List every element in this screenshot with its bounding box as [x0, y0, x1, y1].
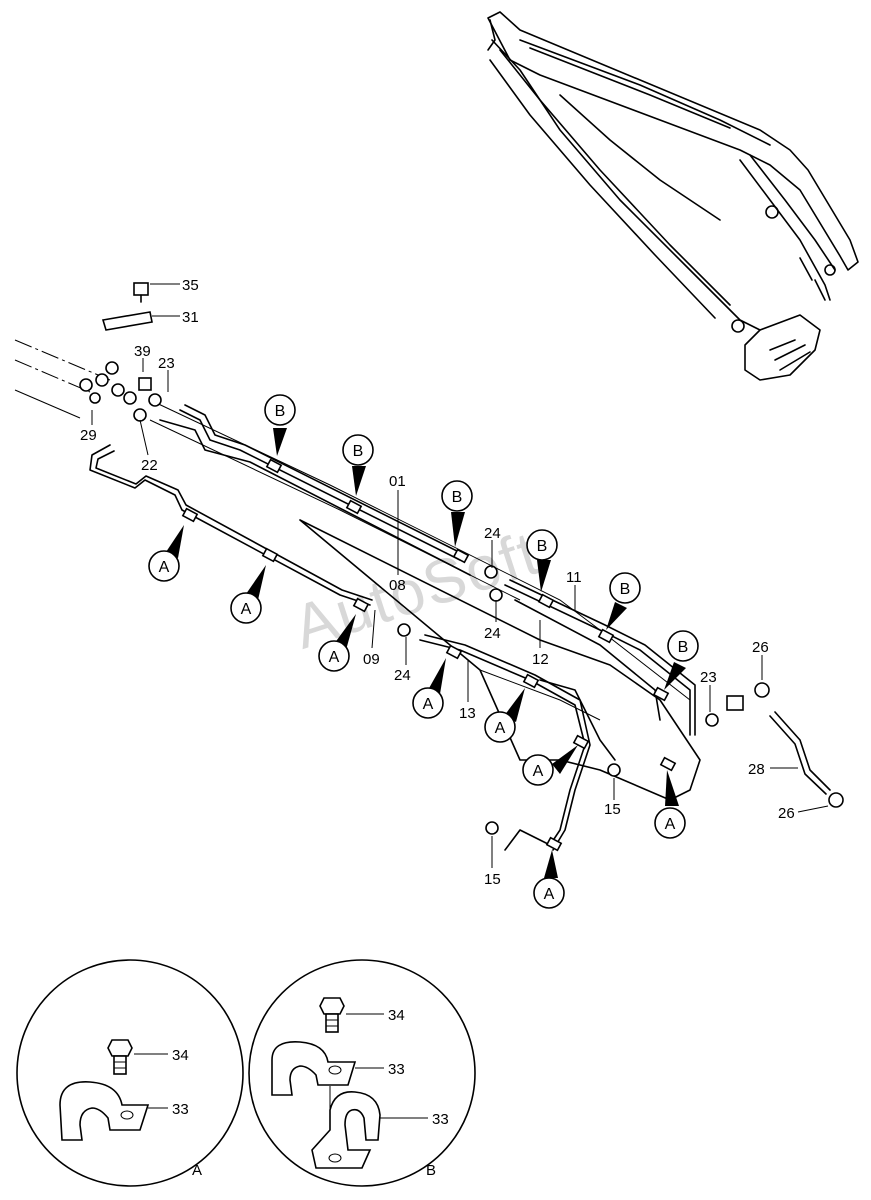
svg-text:A: A [533, 763, 544, 780]
detail-view-b: 34 33 33 B [248, 959, 476, 1187]
detail-b-bolt-label: 34 [388, 1007, 405, 1024]
part-label-39: 39 [134, 343, 151, 360]
callout-b-4: B [526, 529, 558, 592]
part-label-12: 12 [532, 651, 549, 668]
boom-outline [14, 339, 701, 801]
part-label-24b: 24 [484, 625, 501, 642]
bolt-icon [107, 1039, 133, 1075]
detail-b-title: B [426, 1162, 436, 1179]
part-label-15a: 15 [604, 801, 621, 818]
excavator-arm-illustration [487, 11, 859, 381]
callout-b-3: B [441, 480, 473, 547]
detail-view-a: 34 33 A [16, 959, 244, 1187]
svg-text:B: B [452, 489, 463, 506]
leader-lines [91, 283, 829, 868]
callout-a-2: A [230, 565, 266, 624]
callout-a-8: A [533, 850, 565, 909]
svg-text:A: A [665, 816, 676, 833]
part-label-23a: 23 [158, 355, 175, 372]
part-label-28: 28 [748, 761, 765, 778]
part-label-01: 01 [389, 473, 406, 490]
detail-b-clamp-bottom-label: 33 [432, 1111, 449, 1128]
clamp-callouts: B B B B B B A A A A A A A A [148, 394, 699, 909]
svg-text:A: A [241, 601, 252, 618]
part-label-15b: 15 [484, 871, 501, 888]
callout-a-3: A [318, 614, 356, 672]
part-label-11: 11 [566, 569, 582, 586]
svg-text:A: A [329, 649, 340, 666]
part-label-08: 08 [389, 577, 406, 594]
svg-text:A: A [544, 886, 555, 903]
svg-text:B: B [678, 639, 689, 656]
part-label-22: 22 [141, 457, 158, 474]
part-label-09: 09 [363, 651, 380, 668]
svg-text:B: B [537, 538, 548, 555]
svg-text:B: B [275, 403, 286, 420]
callout-a-6: A [522, 745, 578, 786]
callout-b-1: B [264, 394, 296, 456]
detail-b-clamp-top-label: 33 [388, 1061, 405, 1078]
detail-a-clamp-label: 33 [172, 1101, 189, 1118]
clamp-icon [59, 1081, 150, 1141]
fittings [79, 282, 844, 835]
callout-a-5: A [484, 688, 525, 743]
part-number-labels: 35 31 39 23 29 22 01 08 09 24 24 24 11 1… [80, 277, 795, 888]
clamp-icon [311, 1091, 381, 1169]
hydraulic-pipes [89, 404, 696, 851]
callout-b-6: B [664, 630, 699, 690]
part-label-24c: 24 [394, 667, 411, 684]
part-label-13: 13 [459, 705, 476, 722]
svg-text:A: A [159, 559, 170, 576]
bolt-icon [319, 997, 345, 1033]
part-label-31: 31 [182, 309, 199, 326]
pipe-clamps [181, 458, 677, 852]
detail-a-title: A [192, 1162, 202, 1179]
clamp-icon [271, 1041, 357, 1096]
detail-a-bolt-label: 34 [172, 1047, 189, 1064]
svg-text:A: A [495, 720, 506, 737]
callout-a-7: A [654, 770, 686, 839]
part-label-26a: 26 [752, 639, 769, 656]
part-label-23b: 23 [700, 669, 717, 686]
callout-a-1: A [148, 525, 184, 582]
svg-text:B: B [353, 443, 364, 460]
callout-b-5: B [606, 572, 641, 630]
callout-b-2: B [342, 434, 374, 496]
part-label-26b: 26 [778, 805, 795, 822]
callout-a-4: A [412, 658, 446, 719]
part-label-29: 29 [80, 427, 97, 444]
part-label-24a: 24 [484, 525, 501, 542]
svg-text:A: A [423, 696, 434, 713]
svg-text:B: B [620, 581, 631, 598]
part-label-35: 35 [182, 277, 199, 294]
